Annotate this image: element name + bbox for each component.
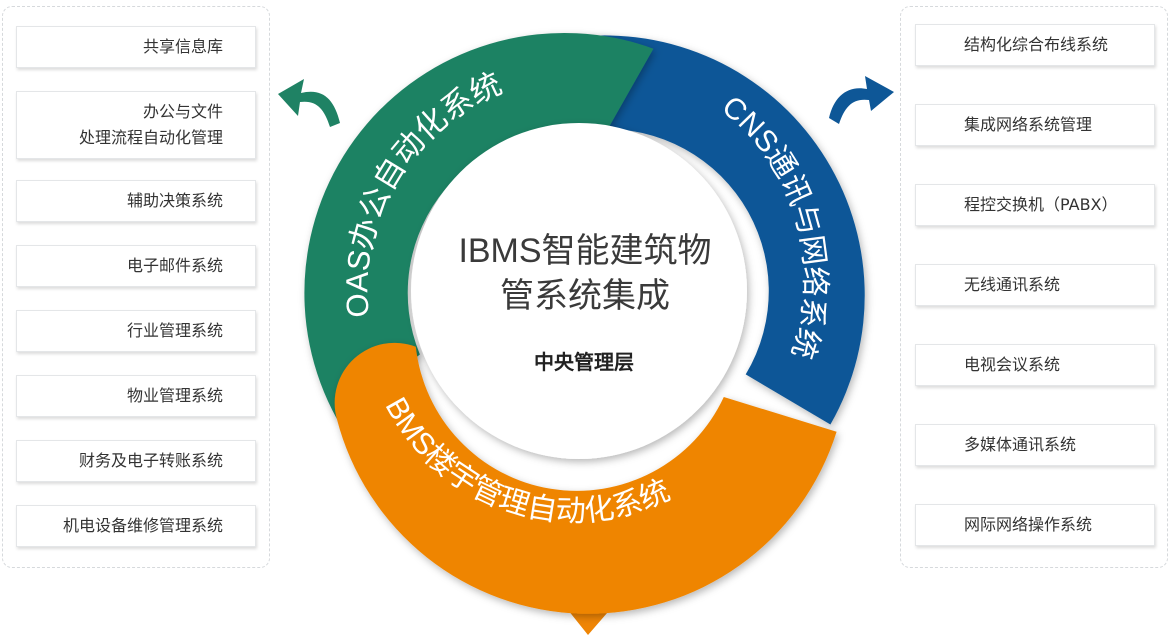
right-item-pabx: 程控交换机（PABX）: [915, 184, 1155, 226]
left-item-email: 电子邮件系统: [16, 245, 256, 287]
left-item-office-flow: 办公与文件 处理流程自动化管理: [16, 91, 256, 159]
oas-arrow-icon: [278, 79, 340, 127]
left-item-shared-info: 共享信息库: [16, 26, 256, 68]
left-item-maintenance: 机电设备维修管理系统: [16, 505, 256, 547]
left-item-finance: 财务及电子转账系统: [16, 440, 256, 482]
cns-segment: [574, 35, 865, 425]
center-title-line1: IBMS智能建筑物: [458, 232, 711, 270]
right-item-cabling: 结构化综合布线系统: [915, 24, 1155, 66]
left-panel: [2, 6, 270, 568]
right-panel: [900, 6, 1168, 568]
right-item-internet-os: 网际网络操作系统: [915, 504, 1155, 546]
bms-segment: [334, 342, 837, 614]
right-item-multimedia: 多媒体通讯系统: [915, 424, 1155, 466]
left-item-property: 物业管理系统: [16, 375, 256, 417]
center-title-line2: 管系统集成: [500, 277, 670, 315]
right-item-network-mgmt: 集成网络系统管理: [915, 104, 1155, 146]
right-item-video-conf: 电视会议系统: [915, 344, 1155, 386]
cns-arrow-icon: [829, 76, 894, 124]
right-item-wireless: 无线通讯系统: [915, 264, 1155, 306]
left-item-decision: 辅助决策系统: [16, 180, 256, 222]
center-disc: [411, 123, 747, 459]
center-subtitle: 中央管理层: [534, 350, 634, 374]
left-item-industry: 行业管理系统: [16, 310, 256, 352]
